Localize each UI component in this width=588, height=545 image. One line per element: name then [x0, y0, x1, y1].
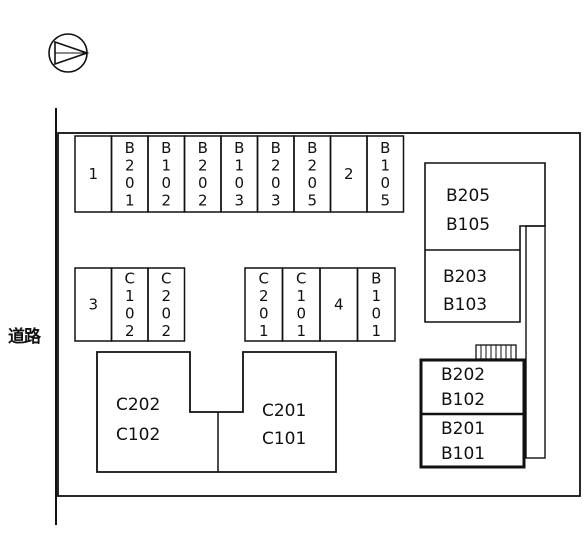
parking-slot-label: 2 — [161, 287, 171, 305]
unit-b101: B101 — [441, 444, 485, 464]
parking-slot-label: C — [296, 269, 306, 287]
parking-slot-label: 1 — [234, 156, 244, 174]
parking-slot-label: 2 — [125, 156, 135, 174]
parking-slot-c202 — [147, 267, 186, 342]
parking-slot-label: 0 — [259, 304, 269, 322]
parking-slot-label: B — [198, 139, 208, 157]
parking-slot-b105 — [366, 135, 405, 213]
parking-slot-label: 0 — [234, 174, 244, 192]
unit-b202: B202 — [441, 365, 485, 385]
parking-slot-label: 5 — [380, 191, 390, 209]
road-label: 道路 — [8, 327, 41, 347]
parking-slot-label: 2 — [259, 287, 269, 305]
parking-slot-label: 1 — [371, 287, 381, 305]
parking-slot-label: 5 — [307, 191, 317, 209]
parking-slot-label: C — [259, 269, 269, 287]
parking-slot-label: 1 — [88, 165, 98, 183]
building-b: B205 B105 B203 B103 B202 B102 B201 B101 — [419, 162, 546, 469]
unit-c102: C102 — [116, 425, 160, 445]
parking-slot-label: B — [380, 139, 390, 157]
parking-slot-label: 2 — [125, 322, 135, 340]
parking-slot-label: 2 — [344, 165, 354, 183]
parking-slot-label: 1 — [371, 322, 381, 340]
site-boundary — [57, 132, 581, 497]
parking-slot-label: 0 — [125, 304, 135, 322]
parking-slot-label: C — [161, 269, 171, 287]
parking-slot-label: C — [125, 269, 135, 287]
parking-slot-label: 2 — [198, 191, 208, 209]
parking-slot-label: B — [271, 139, 281, 157]
parking-slot-label: 0 — [380, 174, 390, 192]
unit-b105: B105 — [446, 215, 490, 235]
parking-slot-label: 1 — [296, 322, 306, 340]
parking-slot-label: B — [371, 269, 381, 287]
unit-c201: C201 — [262, 401, 306, 421]
parking-slot-label: 1 — [161, 156, 171, 174]
parking-slot-label: 0 — [271, 174, 281, 192]
parking-slot-label: B — [307, 139, 317, 157]
unit-b103: B103 — [443, 295, 487, 315]
parking-slot-label: 2 — [271, 156, 281, 174]
parking-slot-label: 4 — [334, 296, 344, 314]
parking-slot-label: 0 — [161, 174, 171, 192]
unit-b102: B102 — [441, 390, 485, 410]
parking-slot-label: 2 — [307, 156, 317, 174]
parking-slot-label: 0 — [296, 304, 306, 322]
parking-slot-label: B — [125, 139, 135, 157]
parking-slot-label: 3 — [271, 191, 281, 209]
parking-slot-label: B — [234, 139, 244, 157]
unit-b205: B205 — [446, 186, 490, 206]
unit-c101: C101 — [262, 429, 306, 449]
unit-c202: C202 — [116, 395, 160, 415]
parking-slot-label: 1 — [125, 191, 135, 209]
parking-slot-label: 0 — [371, 304, 381, 322]
parking-slot-label: B — [161, 139, 171, 157]
stairs-icon — [475, 344, 517, 360]
parking-slot-label: 1 — [296, 287, 306, 305]
parking-slot-label: 2 — [161, 191, 171, 209]
parking-slot-label: 3 — [234, 191, 244, 209]
building-c: C202 C102 C201 C101 — [96, 351, 337, 473]
unit-b203: B203 — [443, 267, 487, 287]
parking-slot-label: 1 — [380, 156, 390, 174]
parking-slot-label: 2 — [161, 322, 171, 340]
parking-slot-label: 0 — [125, 174, 135, 192]
parking-slot-label: 1 — [125, 287, 135, 305]
parking-slot-label: 0 — [161, 304, 171, 322]
parking-slot-label: 0 — [198, 174, 208, 192]
parking-slot-label: 3 — [88, 296, 98, 314]
parking-slot-b101 — [356, 267, 396, 342]
parking-slot-label: 2 — [198, 156, 208, 174]
unit-b201: B201 — [441, 419, 485, 439]
parking-slot-label: 0 — [307, 174, 317, 192]
parking-slot-label: 1 — [259, 322, 269, 340]
north-arrow-icon — [48, 33, 90, 73]
